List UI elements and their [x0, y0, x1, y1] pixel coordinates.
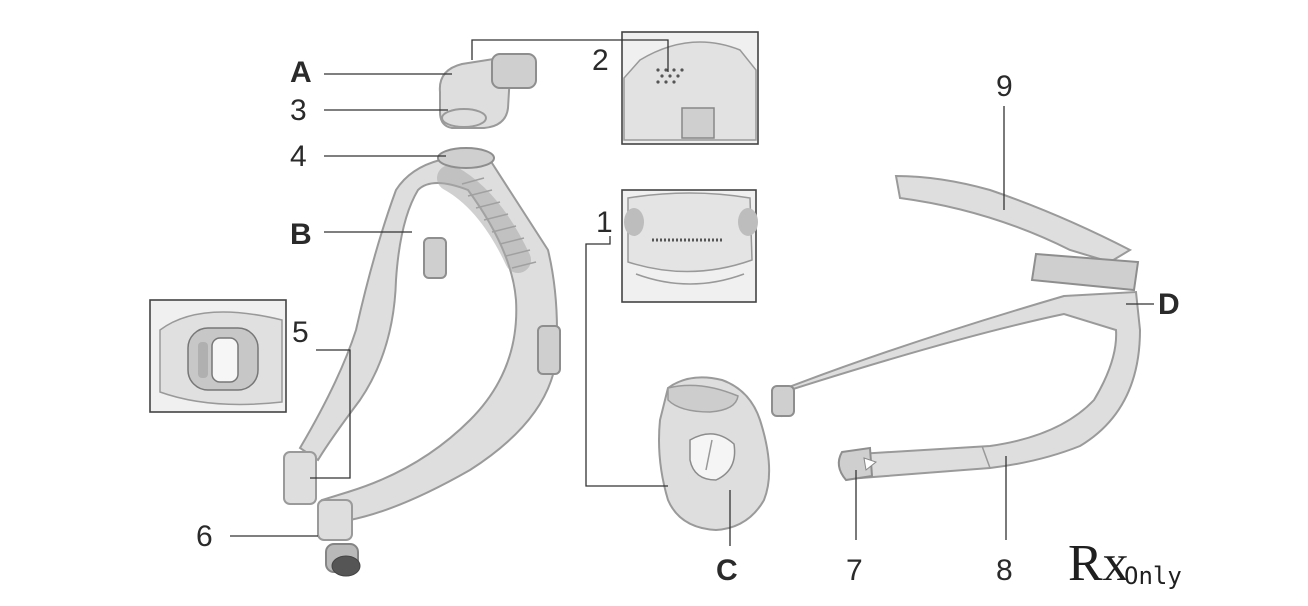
leader-lines — [230, 39, 1154, 546]
label-A: A — [290, 56, 312, 89]
label-1: 1 — [596, 206, 613, 239]
label-5: 5 — [292, 316, 309, 349]
rx-symbol: Rx — [1068, 535, 1129, 592]
label-4: 4 — [290, 140, 307, 173]
rx-only-mark: Rx Only — [1068, 535, 1182, 592]
label-D: D — [1158, 288, 1180, 321]
vent-inset — [621, 31, 759, 145]
cushion-vent-inset — [621, 189, 758, 303]
headgear-part — [771, 174, 1142, 482]
label-2: 2 — [592, 44, 609, 77]
label-3: 3 — [290, 94, 307, 127]
label-9: 9 — [996, 70, 1013, 103]
label-C: C — [716, 554, 738, 587]
frame-part — [283, 147, 561, 577]
cushion-part — [658, 376, 771, 532]
label-6: 6 — [196, 520, 213, 553]
label-8: 8 — [996, 554, 1013, 587]
label-B: B — [290, 218, 312, 251]
elbow-part — [438, 53, 537, 129]
clip-inset — [149, 299, 287, 413]
label-7: 7 — [846, 554, 863, 587]
rx-only-text: Only — [1124, 562, 1182, 590]
